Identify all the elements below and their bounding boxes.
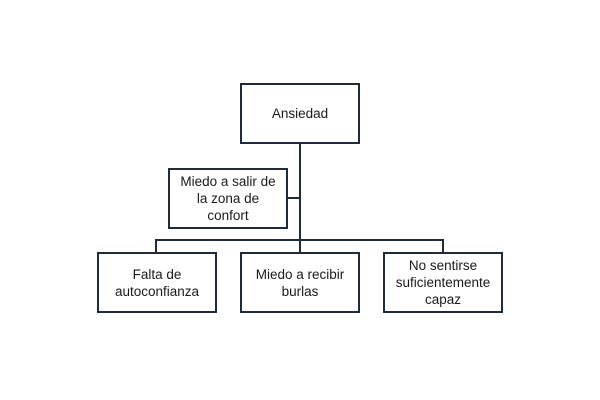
connector-child-2 bbox=[299, 239, 301, 253]
child-node: Falta de autoconfianza bbox=[97, 252, 217, 313]
connector-root-trunk bbox=[299, 142, 301, 241]
side-node: Miedo a salir de la zona de confort bbox=[168, 168, 288, 229]
root-node: Ansiedad bbox=[240, 83, 360, 144]
connector-side-node bbox=[287, 197, 300, 199]
connector-child-3 bbox=[442, 239, 444, 253]
child-node: No sentirse suficientemente capaz bbox=[383, 252, 503, 313]
child-node: Miedo a recibir burlas bbox=[240, 252, 360, 313]
connector-child-1 bbox=[155, 239, 157, 253]
